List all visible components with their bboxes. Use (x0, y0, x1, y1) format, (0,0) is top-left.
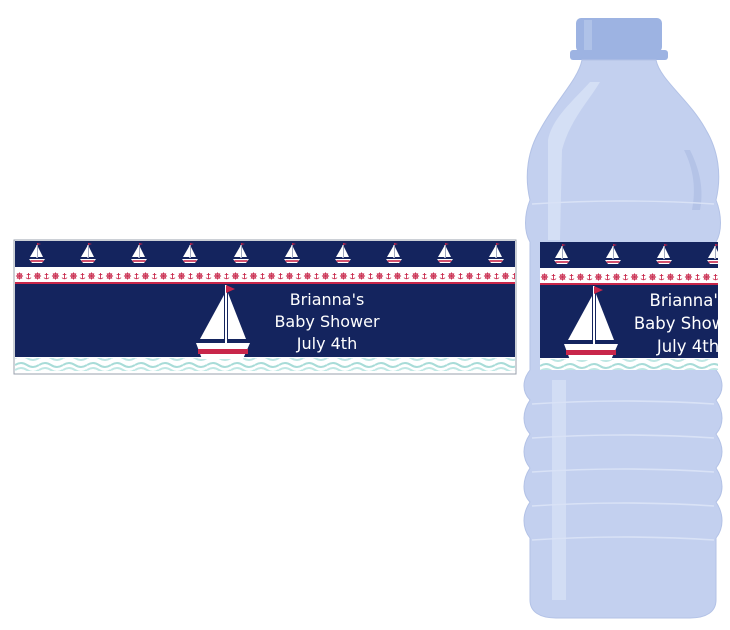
bottle-label-name-text: Brianna's (650, 291, 727, 310)
flat-label: Brianna's Baby Shower July 4th (13, 239, 517, 375)
label-pattern (15, 241, 515, 373)
label-date-text: July 4th (296, 334, 357, 353)
bottle-label: Brianna's Baby Shower July 4th (540, 242, 730, 370)
label-event-text: Baby Shower (274, 312, 380, 331)
bottle-label-date-text: July 4th (656, 337, 719, 356)
label-name-text: Brianna's (290, 290, 365, 309)
water-bottle: Brianna's Baby Shower July 4th (523, 18, 730, 619)
bottle-cap (576, 18, 662, 52)
bottle-label-event-text: Baby Shower (634, 314, 730, 333)
